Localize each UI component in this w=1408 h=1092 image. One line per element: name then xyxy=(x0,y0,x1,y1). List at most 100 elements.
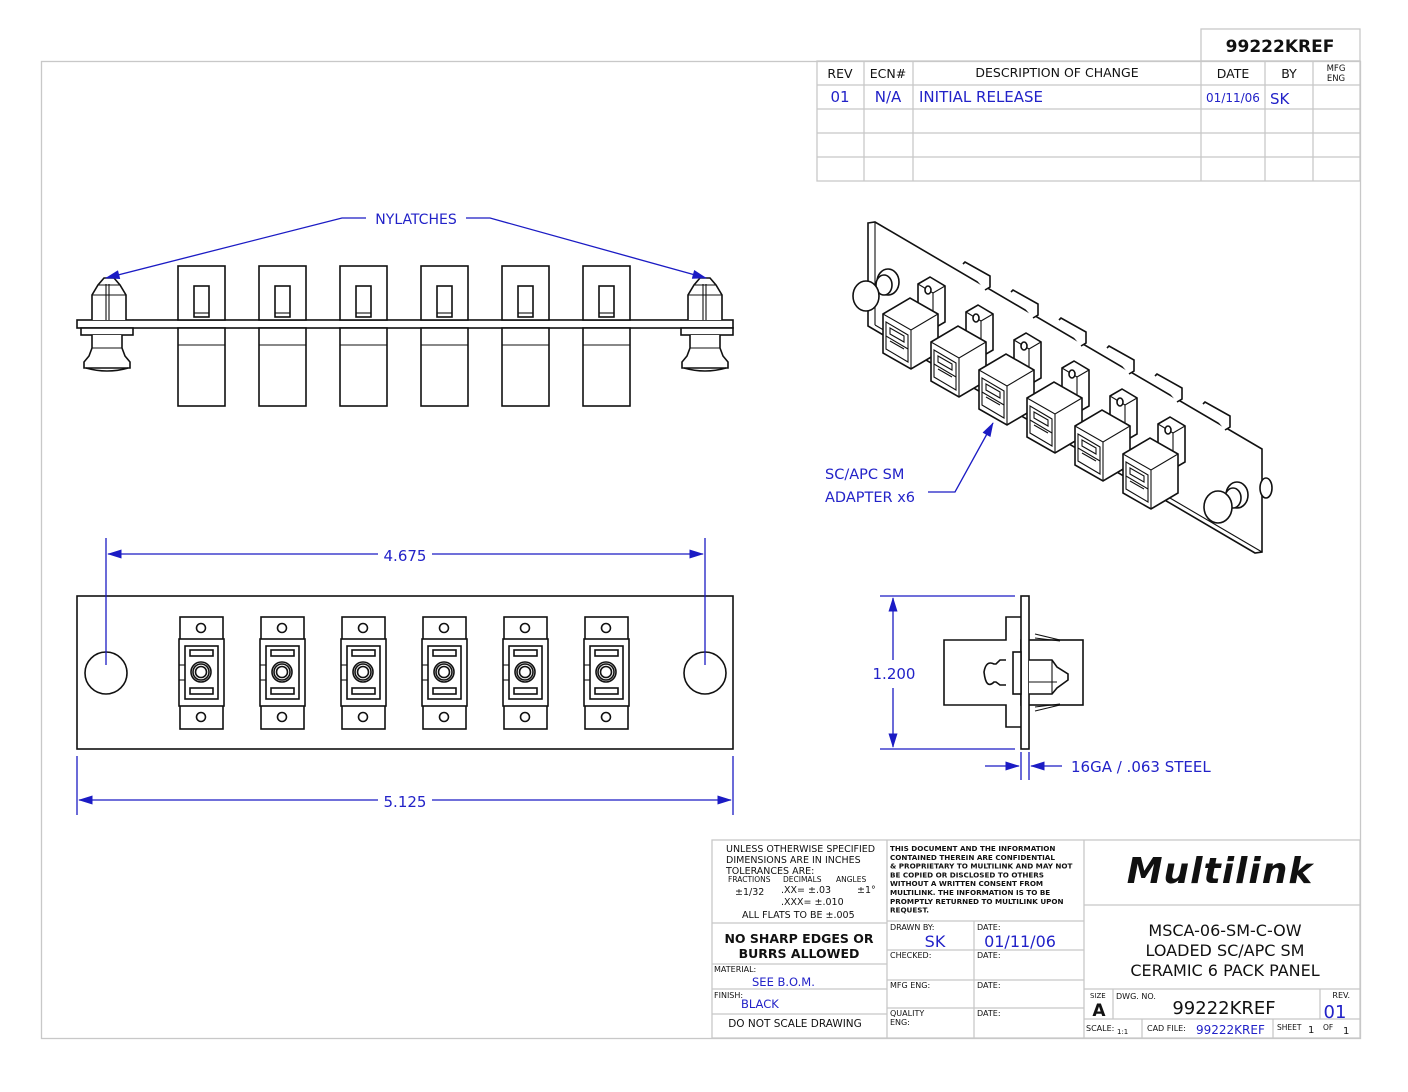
confidential-line: THIS DOCUMENT AND THE INFORMATION xyxy=(890,844,1055,853)
iso-adapter xyxy=(1122,416,1186,510)
tolerance-angles-label: ANGLES xyxy=(836,875,866,884)
adapter-screw-hole xyxy=(276,622,288,634)
tolerance-line3: TOLERANCES ARE: xyxy=(725,866,814,877)
mfg-eng-date-label: DATE: xyxy=(977,981,1001,990)
scale-value: 1:1 xyxy=(1117,1028,1128,1036)
size-value: A xyxy=(1092,1001,1106,1021)
tolerance-decimal-xxx: .XXX= ±.010 xyxy=(781,897,844,908)
dimension-overall-width: 5.125 xyxy=(384,793,427,811)
finish-label: FINISH: xyxy=(714,991,743,1000)
confidential-line: MULTILINK. THE INFORMATION IS TO BE xyxy=(890,888,1050,897)
no-sharp-edges-line1: NO SHARP EDGES OR xyxy=(724,931,873,946)
adapter-callout-line1: SC/APC SM xyxy=(825,467,904,483)
do-not-scale: DO NOT SCALE DRAWING xyxy=(728,1018,862,1030)
front-view: 4.675 5.125 xyxy=(76,538,734,815)
side-view: 1.200 16GA / .063 STEEL xyxy=(873,595,1211,780)
iso-adapter xyxy=(1026,360,1090,454)
drawn-date-label: DATE: xyxy=(977,923,1001,932)
iso-rear-tab xyxy=(1154,373,1183,403)
tolerance-fraction-value: ±1/32 xyxy=(735,887,764,898)
material-label: MATERIAL: xyxy=(714,965,756,974)
drawing-number-header: 99222KREF xyxy=(1200,28,1361,62)
checked-label: CHECKED: xyxy=(890,951,931,960)
rev-table-header-description: DESCRIPTION OF CHANGE xyxy=(975,65,1138,80)
isometric-view: SC/APC SM ADAPTER x6 xyxy=(825,221,1273,554)
ferrule xyxy=(356,665,370,679)
confidential-line: REQUEST. xyxy=(890,906,929,915)
cad-file-label: CAD FILE: xyxy=(1147,1024,1186,1033)
drawn-by-value: SK xyxy=(925,932,946,951)
rev-value: 01 xyxy=(1324,1002,1347,1023)
rev-label: REV. xyxy=(1332,991,1350,1000)
top-view: NYLATCHES xyxy=(76,212,734,407)
material-value: SEE B.O.M. xyxy=(752,975,815,989)
adapter-screw-hole xyxy=(600,711,612,723)
nylatch-right xyxy=(680,277,734,372)
tolerance-flats: ALL FLATS TO BE ±.005 xyxy=(742,910,855,921)
rev-table-header-rev: REV xyxy=(827,66,853,81)
mfg-eng-label: MFG ENG: xyxy=(890,981,930,990)
sheet-label: SHEET xyxy=(1277,1023,1302,1032)
ferrule xyxy=(599,665,613,679)
checked-date-label: DATE: xyxy=(977,951,1001,960)
iso-screw-hole xyxy=(924,285,932,295)
iso-rear-tab xyxy=(1058,317,1087,347)
ferrule xyxy=(194,665,208,679)
ferrule-sleeve xyxy=(433,661,455,683)
no-sharp-edges-line2: BURRS ALLOWED xyxy=(739,946,860,961)
drawing-number-header-text: 99222KREF xyxy=(1226,37,1335,57)
iso-rear-tab xyxy=(1202,401,1231,431)
drawn-by-label: DRAWN BY: xyxy=(890,923,934,932)
adapter-callout-line2: ADAPTER x6 xyxy=(825,490,915,506)
iso-rear-tab xyxy=(1010,289,1039,319)
dimension-height: 1.200 xyxy=(873,665,916,683)
top-view-adapter xyxy=(258,265,307,407)
rev-table-header-eng: ENG xyxy=(1327,74,1345,84)
confidential-line: & PROPRIETARY TO MULTILINK AND MAY NOT xyxy=(890,862,1073,871)
rev-row-ecn: N/A xyxy=(875,88,902,106)
tolerance-decimals-label: DECIMALS xyxy=(783,875,822,884)
front-view-adapter xyxy=(259,616,306,730)
tolerance-decimal-xx: .XX= ±.03 xyxy=(781,885,831,896)
ferrule xyxy=(518,665,532,679)
iso-adapter xyxy=(978,332,1042,426)
quality-date-label: DATE: xyxy=(977,1009,1001,1018)
confidential-line: PROMPTLY RETURNED TO MULTILINK UPON xyxy=(890,897,1064,906)
ferrule-sleeve xyxy=(271,661,293,683)
adapter-screw-hole xyxy=(195,622,207,634)
adapter-screw-hole xyxy=(357,711,369,723)
rev-row-rev: 01 xyxy=(830,88,849,106)
of-value: 1 xyxy=(1343,1026,1349,1037)
tolerance-line1: UNLESS OTHERWISE SPECIFIED xyxy=(726,844,875,855)
confidential-notice: THIS DOCUMENT AND THE INFORMATIONCONTAIN… xyxy=(890,844,1073,915)
adapter-screw-hole xyxy=(438,622,450,634)
adapter-screw-hole xyxy=(195,711,207,723)
drawn-date-value: 01/11/06 xyxy=(984,932,1056,951)
dimension-hole-spacing: 4.675 xyxy=(384,547,427,565)
iso-screw-hole xyxy=(972,313,980,323)
dwg-no-label: DWG. NO. xyxy=(1116,992,1156,1001)
adapter-screw-hole xyxy=(276,711,288,723)
top-view-adapter xyxy=(177,265,226,407)
front-view-adapter xyxy=(340,616,387,730)
iso-nylatch-left xyxy=(852,268,900,312)
iso-adapter xyxy=(930,304,994,398)
ferrule-sleeve xyxy=(190,661,212,683)
of-label: OF xyxy=(1323,1023,1333,1032)
part-title-line3: CERAMIC 6 PACK PANEL xyxy=(1130,961,1319,980)
title-block: UNLESS OTHERWISE SPECIFIED DIMENSIONS AR… xyxy=(711,839,1361,1039)
iso-screw-hole xyxy=(1020,341,1028,351)
finish-value: BLACK xyxy=(741,997,779,1011)
iso-screw-hole xyxy=(1068,369,1076,379)
adapter-screw-hole xyxy=(519,622,531,634)
rev-row-by: SK xyxy=(1270,90,1291,108)
tolerance-line2: DIMENSIONS ARE IN INCHES xyxy=(726,855,861,866)
front-view-adapter xyxy=(583,616,630,730)
ferrule-sleeve xyxy=(352,661,374,683)
top-view-adapter xyxy=(582,265,631,407)
adapter-screw-hole xyxy=(438,711,450,723)
iso-rear-tab xyxy=(1106,345,1135,375)
quality-label-line1: QUALITY xyxy=(890,1009,924,1018)
iso-adapter xyxy=(882,276,946,370)
